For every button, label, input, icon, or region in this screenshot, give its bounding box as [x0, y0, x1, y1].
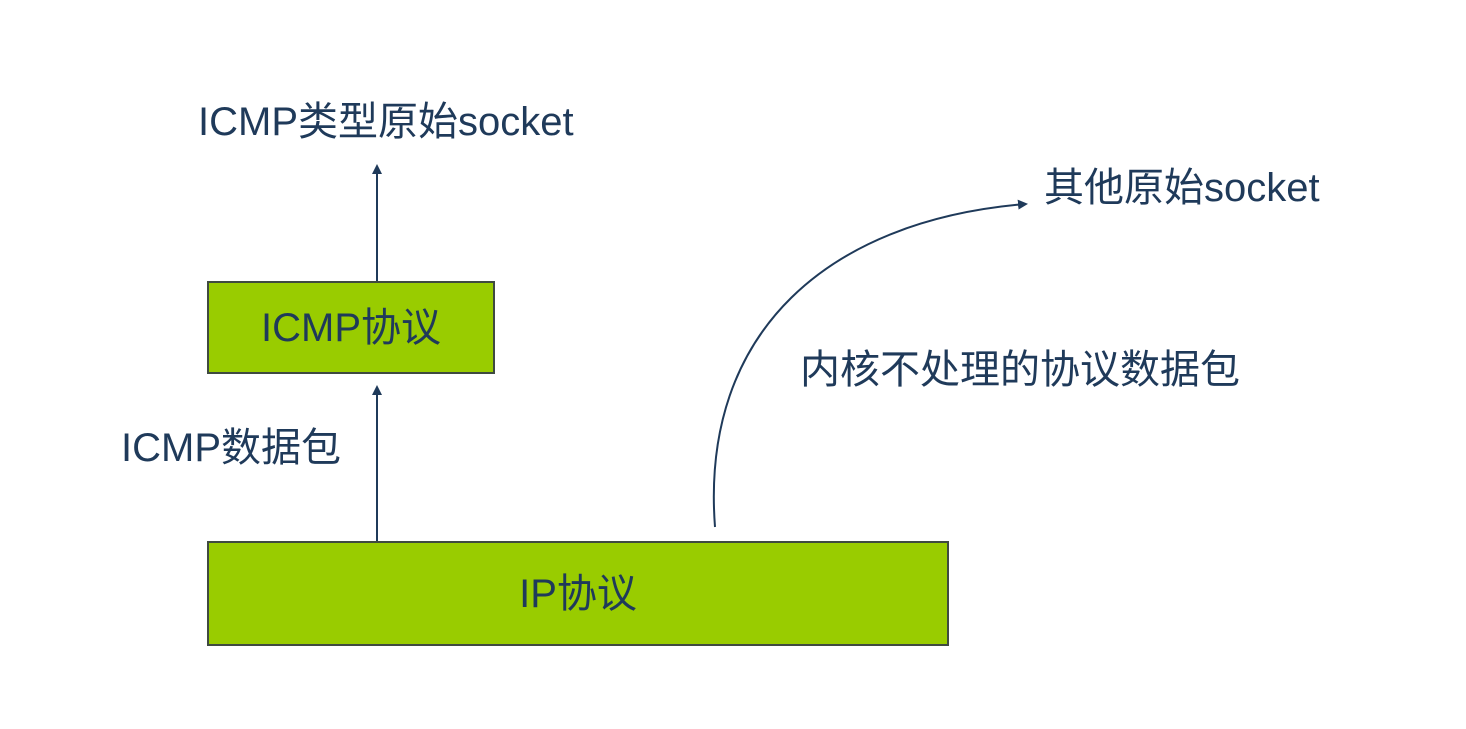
icmp-packet-label: ICMP数据包: [121, 426, 341, 470]
icmp-protocol-box: ICMP协议: [207, 281, 495, 374]
arrow-ip-to-other-socket: [712, 199, 1028, 528]
ip-protocol-box: IP协议: [207, 541, 949, 646]
icmp-raw-socket-label: ICMP类型原始socket: [198, 100, 574, 144]
icmp-protocol-label: ICMP协议: [261, 305, 441, 350]
ip-protocol-label: IP协议: [519, 571, 637, 616]
kernel-unhandled-label: 内核不处理的协议数据包: [800, 348, 1240, 392]
other-raw-socket-label: 其他原始socket: [1044, 166, 1320, 210]
